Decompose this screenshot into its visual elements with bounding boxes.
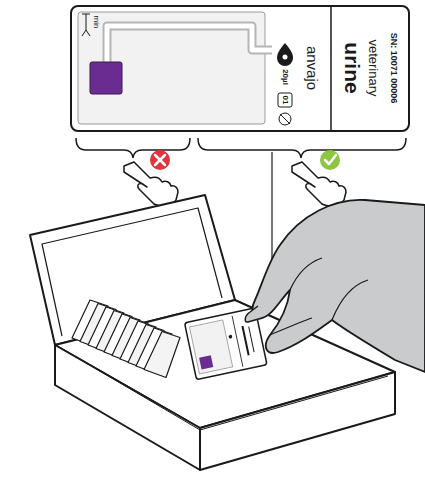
held-card	[242, 326, 248, 355]
hand-right	[292, 162, 346, 206]
single-use-cross	[280, 114, 290, 124]
brand-name: anvajo	[305, 46, 320, 90]
gloved-hand	[245, 306, 262, 322]
test-card: min 20µl 01 anvajo urine veterinary SN: 10071 …	[70, 5, 410, 132]
gloved-hand	[270, 318, 312, 335]
correct-mark	[325, 155, 336, 164]
single-use-icon	[279, 113, 291, 125]
box-front-left	[55, 345, 200, 470]
gloved-hand	[245, 200, 425, 372]
lot-number: 01	[281, 96, 289, 105]
time-label: min	[92, 16, 100, 29]
min-arrow	[82, 14, 90, 36]
hand-right	[292, 162, 346, 206]
serial-number: SN: 10071 00006	[389, 33, 398, 104]
gloved-hand	[252, 200, 425, 372]
gloved-hand	[290, 258, 322, 290]
wrong-mark	[150, 150, 170, 170]
reagent-pad	[90, 62, 122, 94]
volume-label: 20µl	[281, 69, 289, 85]
flow-channel	[107, 26, 272, 92]
correct-mark	[320, 150, 340, 170]
stacked-card	[144, 332, 180, 378]
product-variant: veterinary	[367, 39, 380, 96]
card-divider	[330, 7, 332, 130]
flow-channel-inner	[107, 26, 272, 92]
correct-mark	[320, 150, 340, 170]
held-card	[232, 316, 243, 367]
wrong-mark	[155, 155, 165, 165]
held-card	[189, 320, 232, 374]
wrong-mark	[150, 150, 170, 170]
bracket-left	[76, 138, 190, 158]
lot-box	[278, 93, 292, 107]
drop-icon-inner	[283, 55, 288, 60]
card-graphics	[78, 7, 331, 130]
held-card	[228, 335, 232, 339]
box-front-right	[200, 372, 395, 470]
gloved-hand	[332, 280, 368, 320]
hand-left	[124, 162, 178, 206]
drop-icon	[277, 43, 293, 66]
product-name: urine	[342, 42, 363, 93]
held-card	[249, 327, 254, 352]
bracket-right	[198, 138, 406, 158]
hand-left	[124, 162, 178, 206]
held-card	[199, 355, 213, 369]
